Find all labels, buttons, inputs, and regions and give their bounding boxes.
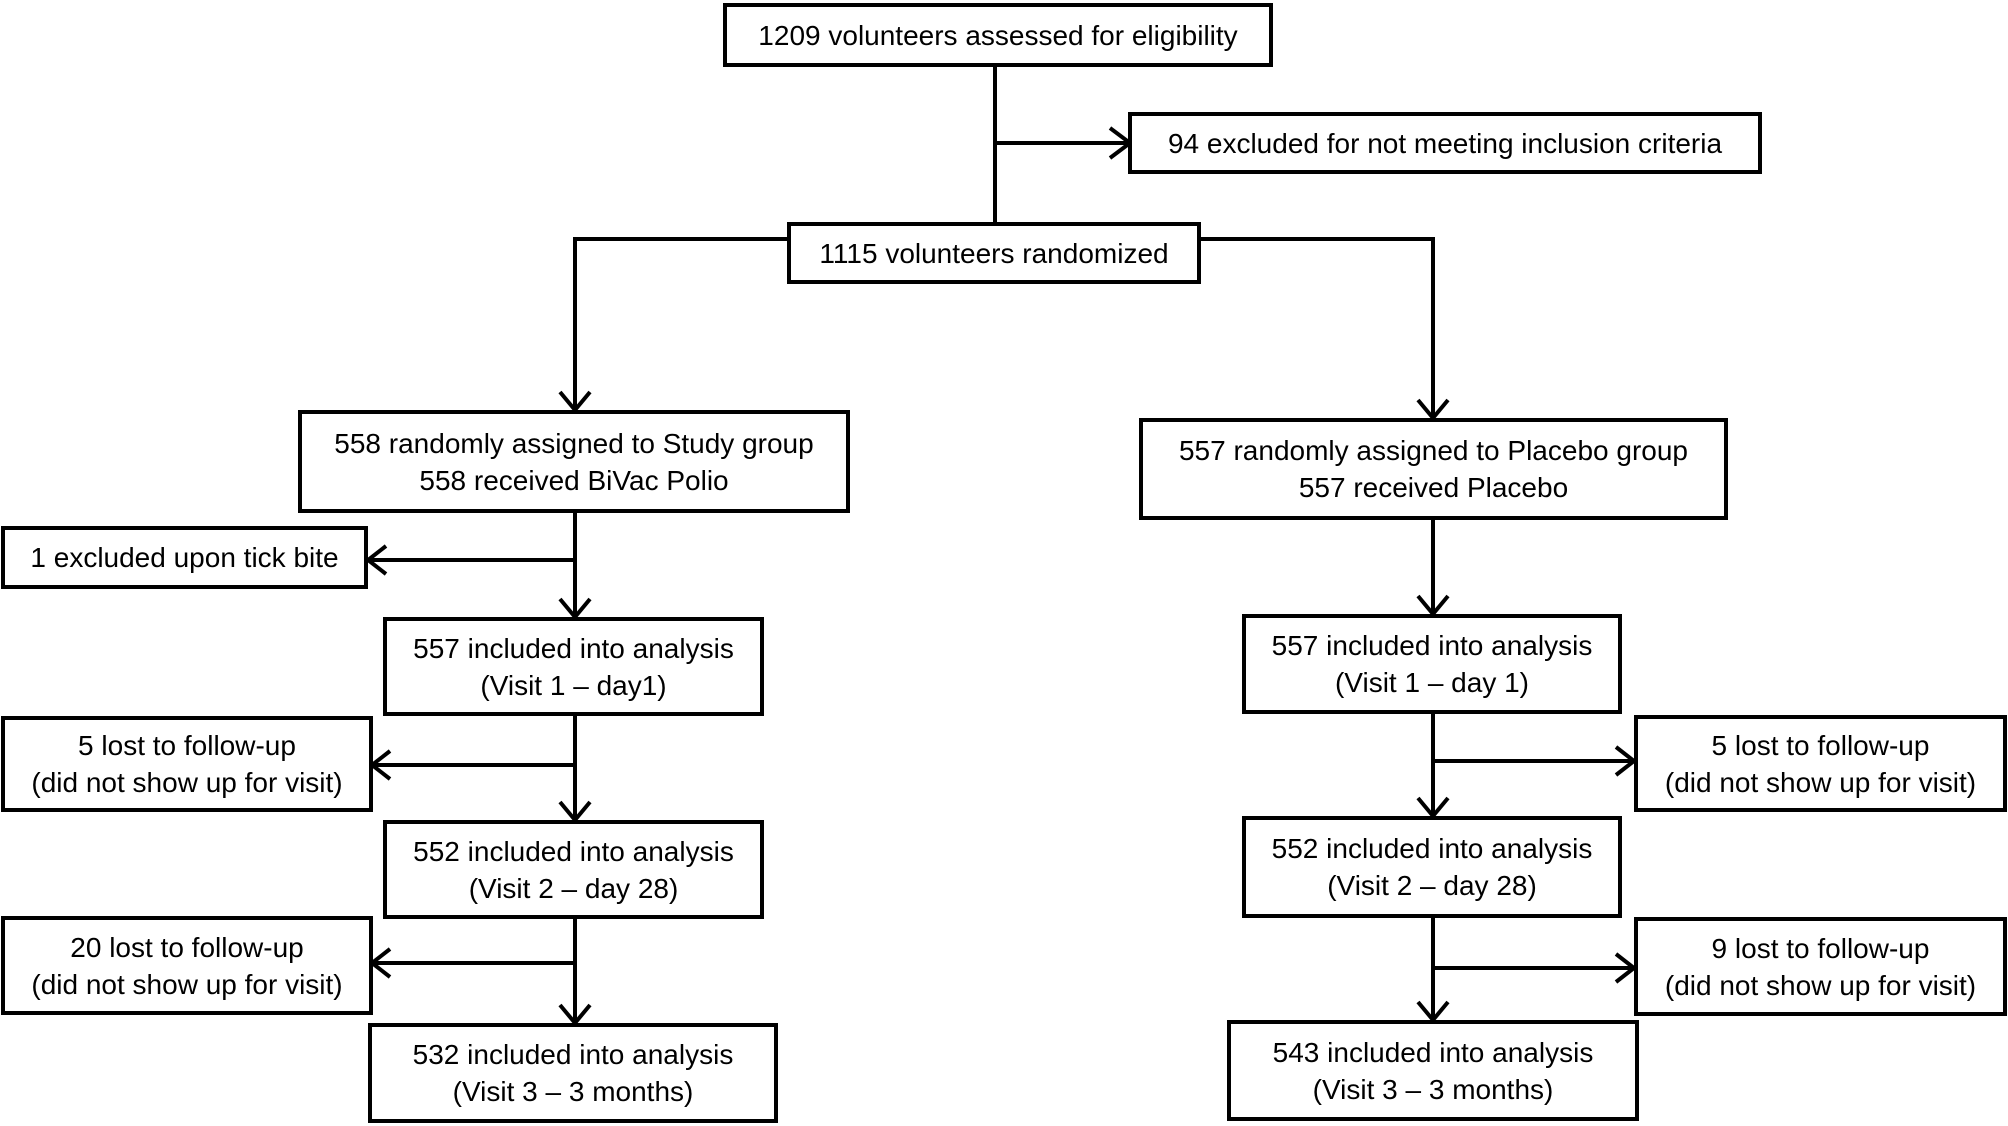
study-assigned-line2: 558 received BiVac Polio bbox=[419, 464, 729, 496]
assessed-box: 1209 volunteers assessed for eligibility bbox=[723, 3, 1273, 67]
placebo-lost2-box: 9 lost to follow-up (did not show up for… bbox=[1634, 917, 2007, 1016]
placebo-assigned-box: 557 randomly assigned to Placebo group 5… bbox=[1139, 418, 1728, 520]
randomized-text: 1115 volunteers randomized bbox=[819, 237, 1169, 269]
study-visit1-line1: 557 included into analysis bbox=[413, 632, 734, 664]
placebo-lost2-line1: 9 lost to follow-up bbox=[1711, 932, 1930, 964]
study-lost1-box: 5 lost to follow-up (did not show up for… bbox=[1, 716, 373, 812]
study-visit2-box: 552 included into analysis (Visit 2 – da… bbox=[383, 820, 764, 919]
placebo-lost1-line1: 5 lost to follow-up bbox=[1711, 729, 1930, 761]
study-lost2-line2: (did not show up for visit) bbox=[31, 968, 343, 1000]
tick-bite-box: 1 excluded upon tick bite bbox=[1, 526, 368, 589]
placebo-visit3-line2: (Visit 3 – 3 months) bbox=[1312, 1073, 1554, 1105]
arrowhead-tick-bite bbox=[364, 544, 388, 576]
branch-right-line bbox=[1199, 237, 1435, 418]
study-visit3-line1: 532 included into analysis bbox=[412, 1039, 734, 1070]
tick-bite-text: 1 excluded upon tick bite bbox=[30, 542, 339, 573]
placebo-visit3-box: 543 included into analysis (Visit 3 – 3 … bbox=[1227, 1020, 1639, 1121]
placebo-assigned-line1: 557 randomly assigned to Placebo group bbox=[1178, 435, 1688, 466]
placebo-lost1-box: 5 lost to follow-up (did not show up for… bbox=[1634, 715, 2007, 812]
placebo-visit2-box: 552 included into analysis (Visit 2 – da… bbox=[1242, 816, 1622, 918]
excluded-box: 94 excluded for not meeting inclusion cr… bbox=[1128, 112, 1762, 174]
study-visit2-line1: 552 included into analysis bbox=[413, 835, 734, 867]
placebo-assigned-line2: 557 received Placebo bbox=[1298, 472, 1569, 503]
study-lost1-line1: 5 lost to follow-up bbox=[78, 730, 296, 761]
study-assigned-line1: 558 randomly assigned to Study group bbox=[334, 427, 814, 459]
placebo-visit1-line2: (Visit 1 – day 1) bbox=[1334, 667, 1530, 698]
assessed-text: 1209 volunteers assessed for eligibility bbox=[758, 19, 1238, 51]
study-visit1-line2: (Visit 1 – day1) bbox=[480, 669, 667, 701]
study-visit2-line2: (Visit 2 – day 28) bbox=[468, 872, 679, 904]
study-visit3-line2: (Visit 3 – 3 months) bbox=[452, 1076, 694, 1107]
study-lost1-line2: (did not show up for visit) bbox=[31, 767, 343, 798]
placebo-lost2-line2: (did not show up for visit) bbox=[1664, 969, 1977, 1001]
randomized-box: 1115 volunteers randomized bbox=[787, 222, 1201, 284]
study-lost2-box: 20 lost to follow-up (did not show up fo… bbox=[1, 916, 373, 1015]
study-assigned-box: 558 randomly assigned to Study group 558… bbox=[298, 410, 850, 513]
study-visit3-box: 532 included into analysis (Visit 3 – 3 … bbox=[368, 1023, 778, 1123]
study-visit1-box: 557 included into analysis (Visit 1 – da… bbox=[383, 617, 764, 716]
placebo-lost1-line2: (did not show up for visit) bbox=[1664, 766, 1977, 798]
placebo-visit2-line1: 552 included into analysis bbox=[1271, 833, 1593, 864]
branch-left-line bbox=[573, 237, 787, 410]
placebo-visit1-box: 557 included into analysis (Visit 1 – da… bbox=[1242, 614, 1622, 714]
placebo-visit3-line1: 543 included into analysis bbox=[1272, 1036, 1594, 1068]
placebo-visit1-line1: 557 included into analysis bbox=[1271, 630, 1593, 661]
excluded-text: 94 excluded for not meeting inclusion cr… bbox=[1167, 127, 1723, 159]
placebo-visit2-line2: (Visit 2 – day 28) bbox=[1327, 870, 1537, 901]
study-lost2-line1: 20 lost to follow-up bbox=[70, 931, 304, 963]
